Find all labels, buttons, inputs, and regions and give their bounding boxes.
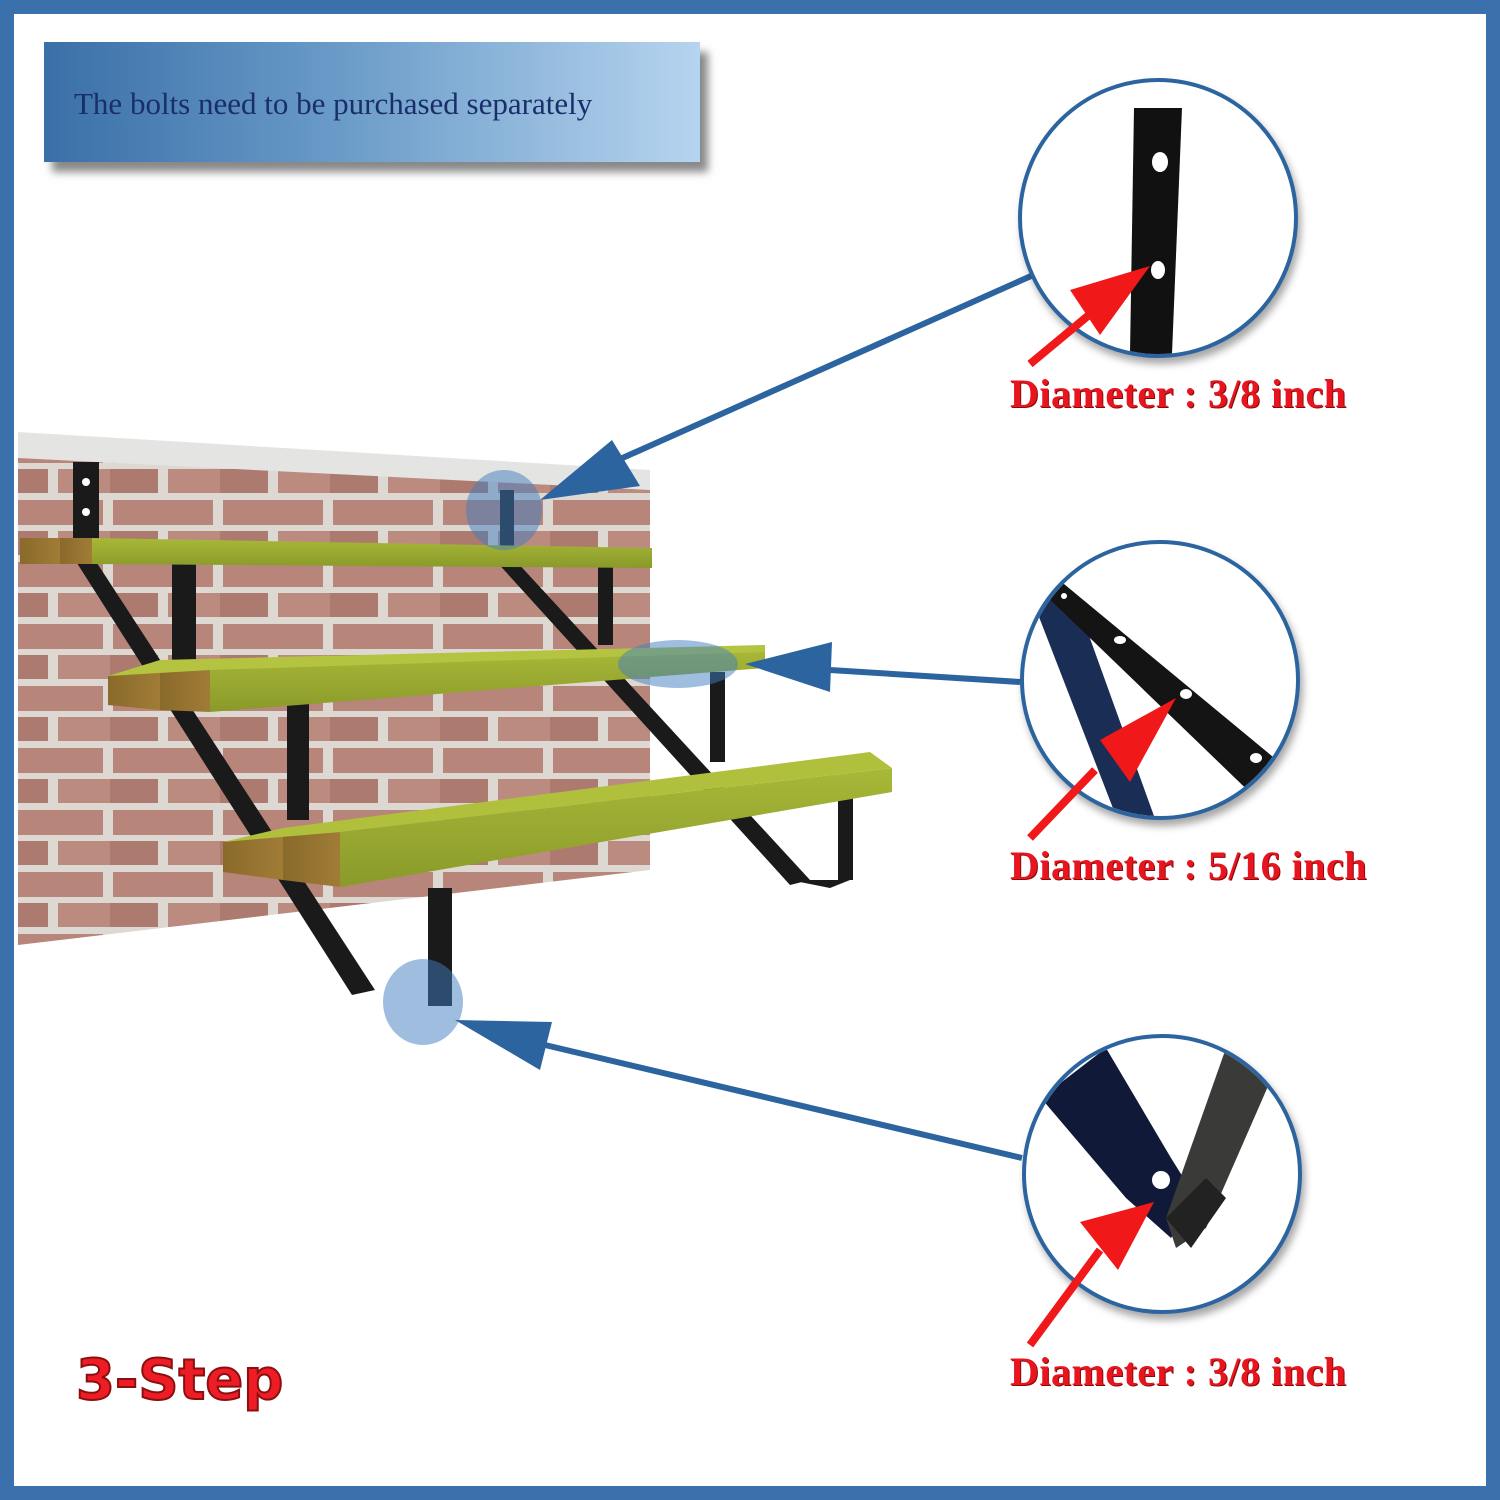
step-count-label: 3-Step bbox=[75, 1347, 284, 1414]
diameter-label-tread-rail: Diameter : 5/16 inch bbox=[1010, 843, 1367, 888]
detail-circle-tread-rail bbox=[1020, 540, 1300, 820]
callout-arrows bbox=[455, 269, 1042, 1161]
detail-circle-bottom-foot bbox=[1022, 1034, 1302, 1314]
detail-circle-wall-bracket bbox=[1018, 78, 1298, 358]
highlight-tread-rail bbox=[618, 640, 738, 688]
diameter-label-wall-bracket: Diameter : 3/8 inch bbox=[1010, 371, 1347, 416]
highlight-bottom-foot bbox=[383, 959, 463, 1045]
diameter-label-bottom-foot: Diameter : 3/8 inch bbox=[1010, 1349, 1347, 1394]
bolts-notice-text: The bolts need to be purchased separatel… bbox=[74, 86, 593, 121]
bolts-notice-banner: The bolts need to be purchased separatel… bbox=[44, 42, 700, 162]
highlight-top-bracket bbox=[466, 470, 542, 550]
